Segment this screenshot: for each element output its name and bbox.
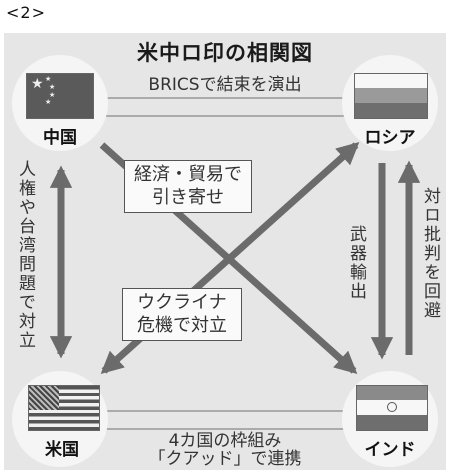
china-india-caption-line2: 引き寄せ [152,187,224,209]
russia-label: ロシア [364,128,416,148]
russia-usa-relation-box: ウクライナ 危機で対立 [122,288,242,341]
china-india-caption-line1: 経済・貿易で [134,164,242,185]
page-number-label: <2> [6,3,46,22]
india-to-russia-caption: 対ロ批判を回避 [420,187,440,320]
india-label: インド [364,440,416,460]
russia-usa-caption-line2: 危機で対立 [137,315,227,337]
russia-flag-icon [354,73,428,119]
india-flag-icon [356,385,428,431]
china-russia-caption: BRICSで結束を演出 [148,75,302,95]
china-label: 中国 [43,128,77,148]
usa-india-caption-line2: 「クアッド」で連携 [148,449,302,469]
russia-to-india-caption: 武器輸出 [346,225,366,301]
relationship-diagram: 米中ロ印の相関図 ★ ★ ★ ★ ★ 中国 ロシア 米国 インド BRICSで結… [4,33,446,470]
diagram-title: 米中ロ印の相関図 [137,41,313,65]
usa-label: 米国 [45,440,79,460]
china-flag-icon: ★ ★ ★ ★ ★ [26,73,94,119]
usa-india-caption-line1: 4カ国の枠組み [168,431,282,451]
usa-flag-icon [28,385,100,431]
china-usa-caption: 人権や台湾問題で対立 [15,160,35,350]
russia-usa-caption-line1: ウクライナ [137,292,227,313]
china-india-relation-box: 経済・貿易で 引き寄せ [124,160,252,213]
